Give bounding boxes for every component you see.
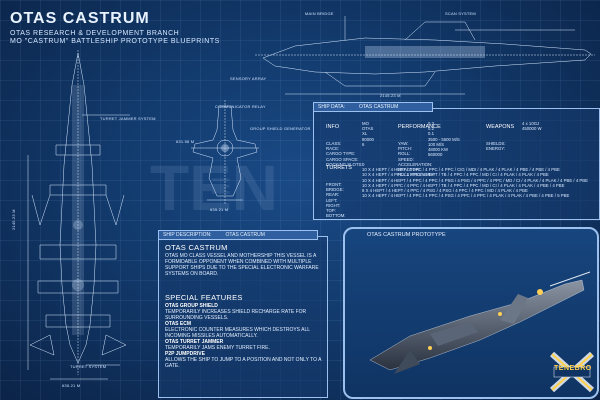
tenebro-logo-text: TENEBRO [554, 365, 592, 372]
weapons-block: WEAPONS SHIELDS: ENERGY: [486, 115, 514, 162]
performance-heading: PERFORMANCE [398, 124, 441, 131]
feature-name: OTAS ECM [165, 321, 192, 327]
ship-data-tab[interactable]: SHIP DATA: OTAS CASTRUM [313, 102, 433, 112]
feature-text: TEMPORARILY JAMS ENEMY TURRET FIRE. [165, 345, 270, 351]
ship-description-tab-name: OTAS CASTRUM [225, 232, 265, 238]
feature-name: OTAS TURRET JAMMER [165, 339, 224, 345]
dimension-length-side: 2145.23 M [380, 93, 401, 98]
ship-description-panel [158, 236, 328, 398]
ship-data-panel [313, 108, 600, 220]
svg-text:TEN: TEN [150, 152, 278, 224]
feature-name: P2P JUMPDRIVE [165, 351, 205, 357]
ship-description-tab-label: SHIP DESCRIPTION: [163, 232, 212, 238]
dimension-length-left: 2145.23 M [11, 209, 16, 230]
label-turret-system: TURRET SYSTEM [70, 364, 107, 369]
subtitle-line-2: MO "CASTRUM" BATTLESHIP PROTOTYPE BLUEPR… [10, 38, 220, 45]
feature-text: ALLOWS THE SHIP TO JUMP TO A POSITION AN… [165, 357, 322, 369]
special-features-heading: SPECIAL FEATURES [165, 293, 243, 302]
ship-info-block: INFO CLASS: RACE: CARGO TYPE: CARGO SPAC… [326, 115, 363, 177]
prototype-title: OTAS CASTRUM PROTOTYPE [367, 232, 446, 238]
description-body: OTAS MO CLASS VESSEL AND MOTHERSHIP THIS… [165, 253, 319, 277]
turrets-block: TURRETS FRONT: BRIDGE: REAR: LEFT: RIGHT… [326, 156, 352, 229]
label-turret-jammer-system: TURRET JAMMER SYSTEM [100, 116, 156, 121]
turret-labels: FRONT: BRIDGE: REAR: LEFT: RIGHT: TOP: B… [326, 182, 346, 219]
side-view-ship-diagram [255, 16, 595, 95]
feature-name: OTAS GROUP SHIELD [165, 303, 218, 309]
turret-values: 0 10 X 4 HEPT / 4 HEPT / 4 PPC / 4 PPC /… [362, 162, 588, 199]
performance-block: PERFORMANCE YAW: PITCH: ROLL: SPEED: ACC… [398, 115, 441, 188]
dimension-width-bottom: 635.21 M [62, 383, 81, 388]
feature-text: TEMPORARILY INCREASES SHIELD RECHARGE RA… [165, 309, 307, 321]
prototype-ship-render [369, 271, 591, 374]
tenebro-watermark-logo: TEN ≡ [150, 152, 278, 224]
label-group-shield-generator: GROUP SHIELD GENERATOR [250, 126, 311, 131]
performance-labels: YAW: PITCH: ROLL: SPEED: ACCELERATION: R… [398, 141, 435, 178]
front-view-ship-diagram [191, 100, 259, 205]
ship-description-tab[interactable]: SHIP DESCRIPTION: OTAS CASTRUM [158, 230, 318, 240]
subtitle-line-1: OTAS RESEARCH & DEVELOPMENT BRANCH [10, 30, 180, 37]
top-view-ship-diagram [27, 50, 130, 380]
performance-values: 0.3 0.2 0.1 3500 - 5500 M/S 100 M/S 4800… [428, 121, 460, 158]
info-values: MO OTAS XL 80000 6 [362, 121, 374, 147]
dimension-width-front: 635.21 M [210, 207, 229, 212]
tenebro-logo [549, 351, 595, 393]
weapons-values: 4 x 10GJ 450000 W [522, 121, 542, 132]
ship-data-tab-name: OTAS CASTRUM [358, 104, 399, 110]
label-communicator-relay: COMMUNICATOR RELAY [215, 104, 266, 109]
feature-text: ELECTRONIC COUNTER MEASURES WHICH DESTRO… [165, 327, 310, 339]
label-main-bridge: MAIN BRIDGE [305, 11, 334, 16]
page-title: OTAS CASTRUM [10, 10, 150, 27]
weapons-labels: SHIELDS: ENERGY: [486, 141, 506, 152]
info-heading: INFO [326, 124, 340, 131]
description-heading: OTAS CASTRUM [165, 243, 228, 252]
label-sensory-array: SENSORY ARRAY [230, 76, 267, 81]
dimension-height: 631.56 M [176, 139, 195, 144]
label-scan-system: SCAN SYSTEM [445, 11, 476, 16]
info-labels: CLASS: RACE: CARGO TYPE: CARGO SPACE: DO… [326, 141, 363, 167]
description-content: OTAS CASTRUM OTAS MO CLASS VESSEL AND MO… [165, 243, 323, 369]
ship-data-tab-label: SHIP DATA: [318, 104, 345, 110]
weapons-heading: WEAPONS [486, 124, 515, 131]
turrets-heading: TURRETS [326, 165, 352, 172]
